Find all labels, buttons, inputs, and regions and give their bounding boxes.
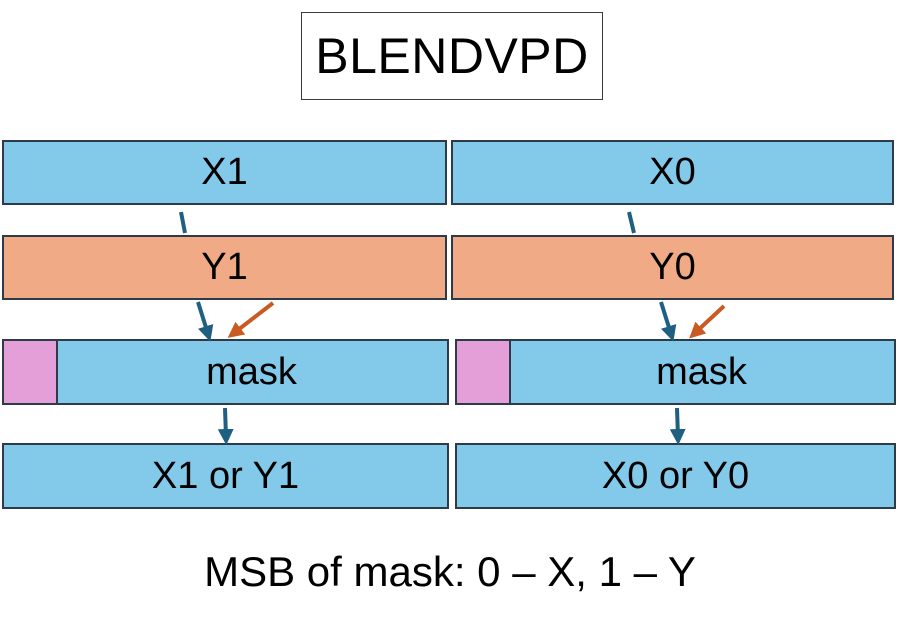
- x1-arrow-top: [179, 211, 187, 234]
- x0-to-mask-arrow: [659, 301, 677, 342]
- y0-to-mask-arrow: [689, 304, 726, 339]
- x0-arrow-top: [627, 211, 636, 234]
- y0-register: Y0: [451, 235, 894, 300]
- instruction-title: BLENDVPD: [301, 12, 603, 100]
- msb-explanation: MSB of mask: 0 – X, 1 – Y: [204, 548, 696, 595]
- mask-register-low: mask: [455, 339, 896, 405]
- result-low: X0 or Y0: [455, 443, 896, 509]
- x0-register: X0: [451, 140, 894, 205]
- mask-msb-high: [2, 339, 58, 405]
- mask-msb-low: [455, 339, 511, 405]
- x1-register: X1: [2, 140, 447, 205]
- y1-to-mask-arrow: [227, 301, 275, 338]
- mask-to-result-high-arrow: [217, 407, 234, 445]
- y1-register: Y1: [2, 235, 447, 300]
- mask-to-result-low-arrow: [669, 407, 686, 445]
- x1-to-mask-arrow: [196, 301, 214, 342]
